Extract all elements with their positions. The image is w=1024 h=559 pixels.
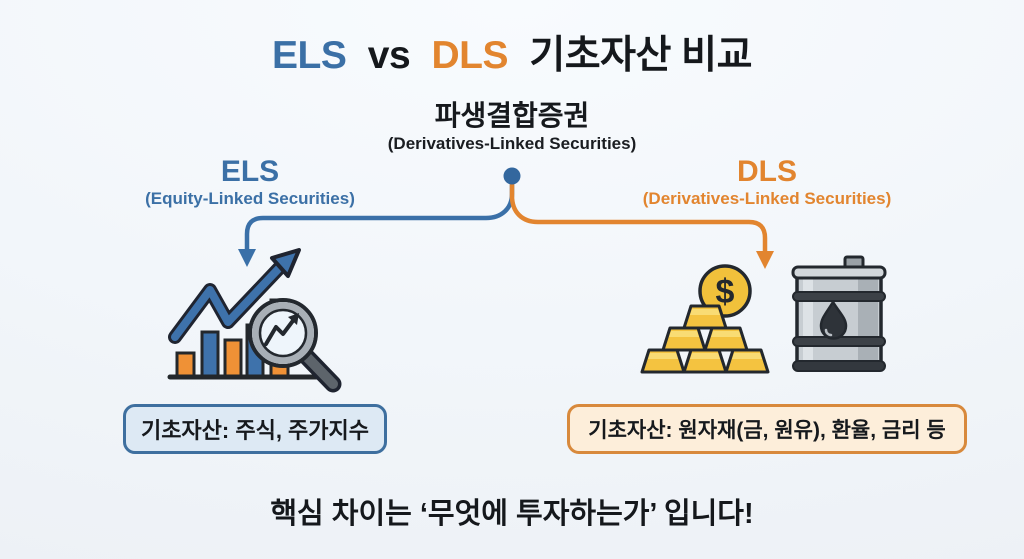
title-dls: DLS [431, 34, 508, 77]
title-els: ELS [272, 34, 347, 77]
els-branch-arrowhead-icon [238, 249, 256, 267]
root-node-sublabel: (Derivatives-Linked Securities) [387, 134, 637, 154]
els-label: ELS [220, 155, 280, 188]
page-title: ELS vs DLS 기초자산 비교 [0, 24, 1024, 80]
dollar-symbol: $ [716, 273, 735, 311]
dls-branch-line [509, 179, 768, 256]
title-suffix: 기초자산 비교 [529, 34, 752, 77]
dls-sublabel: (Derivatives-Linked Securities) [642, 189, 892, 208]
root-node-label: 파생결합증권 [434, 100, 590, 131]
els-heading: ELS (Equity-Linked Securities) [145, 155, 355, 209]
dls-label: DLS [736, 155, 797, 188]
oil-barrel-icon [791, 255, 887, 372]
gold-bars-dollar-coin-icon: $ [640, 264, 770, 374]
root-node: 파생결합증권 (Derivatives-Linked Securities) [0, 100, 1024, 154]
els-sublabel: (Equity-Linked Securities) [145, 189, 355, 208]
title-vs: vs [367, 34, 411, 77]
dls-heading: DLS (Derivatives-Linked Securities) [643, 155, 891, 209]
root-dot [503, 167, 521, 185]
footer-message: 핵심 차이는 ‘무엇에 투자하는가’ 입니다! [270, 498, 754, 530]
dls-asset-box: 기초자산: 원자재(금, 원유), 환율, 금리 등 [567, 404, 967, 454]
els-asset-box: 기초자산: 주식, 주가지수 [123, 404, 387, 454]
dls-branch-arrowhead-icon [756, 251, 774, 269]
stock-chart-magnifier-icon [167, 248, 342, 393]
